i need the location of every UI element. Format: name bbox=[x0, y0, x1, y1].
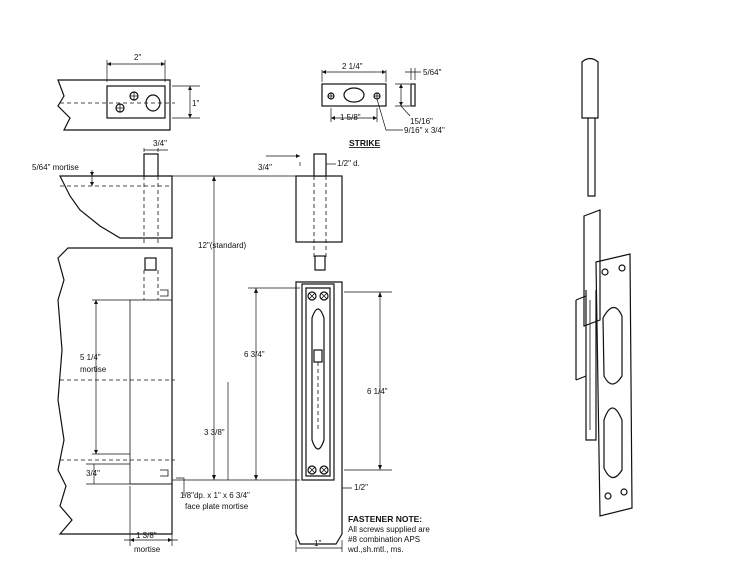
perspective-view bbox=[575, 57, 633, 517]
strike-view: 2 1/4" 5/64" 15/16" 1 5/8" 9/16" x 3/4" … bbox=[321, 62, 445, 148]
dim-bolt-diameter: 1/2" d. bbox=[337, 159, 360, 168]
dim-strike-width: 2 1/4" bbox=[342, 62, 363, 71]
dim-strike-holes: 1 5/8" bbox=[340, 113, 361, 122]
dim-2in: 2" bbox=[134, 53, 141, 62]
dim-lower-offset: 3 3/8" bbox=[204, 428, 225, 437]
dim-strike-height: 15/16" bbox=[410, 117, 433, 126]
dim-rod-length: 12"(standard) bbox=[198, 241, 247, 250]
dim-bottom-mortise: 1 3/8" bbox=[136, 531, 157, 540]
dim-bottom-offset: 3/4" bbox=[86, 469, 100, 478]
dim-edge-offset: 1/2" bbox=[354, 483, 368, 492]
dim-mortise-word: mortise bbox=[80, 365, 107, 374]
dim-bottom-mortise-word: mortise bbox=[134, 545, 161, 554]
dim-strike-screw: 9/16" x 3/4" bbox=[404, 126, 445, 135]
dim-plate-width: 1" bbox=[314, 539, 321, 548]
dim-bolt-offset-left: 3/4" bbox=[153, 139, 167, 148]
face-plate-mortise-2: face plate mortise bbox=[185, 502, 249, 511]
fastener-note-line3: wd.,sh.mtl., ms. bbox=[347, 545, 404, 554]
front-view: 1" 1/2" 6 1/4" bbox=[295, 153, 392, 552]
dim-plate-length: 6 3/4" bbox=[244, 350, 265, 359]
fastener-note: FASTENER NOTE: All screws supplied are #… bbox=[347, 514, 430, 554]
face-plate-mortise-1: 1/8"dp. x 1" x 6 3/4" bbox=[180, 491, 250, 500]
strike-label: STRIKE bbox=[349, 138, 381, 148]
dim-1in: 1" bbox=[192, 99, 199, 108]
fastener-note-line1: All screws supplied are bbox=[348, 525, 430, 534]
side-section-view: 5/64" mortise 3/4" 5 1/4" mortise 3/4" 1… bbox=[32, 139, 250, 554]
dim-mortise-length: 5 1/4" bbox=[80, 353, 101, 362]
dim-bolt-throw: 3/4" bbox=[258, 163, 272, 172]
center-dimensions: 12"(standard) 3 3/8" 6 3/4" 3/4" 1/2" d. bbox=[172, 154, 360, 481]
dim-slot-length: 6 1/4" bbox=[367, 387, 388, 396]
fastener-note-title: FASTENER NOTE: bbox=[348, 514, 422, 524]
top-view: 2" 1" bbox=[57, 53, 200, 131]
dim-strike-thickness: 5/64" bbox=[423, 68, 442, 77]
dim-mortise-depth: 5/64" mortise bbox=[32, 163, 79, 172]
fastener-note-line2: #8 combination APS bbox=[348, 535, 420, 544]
